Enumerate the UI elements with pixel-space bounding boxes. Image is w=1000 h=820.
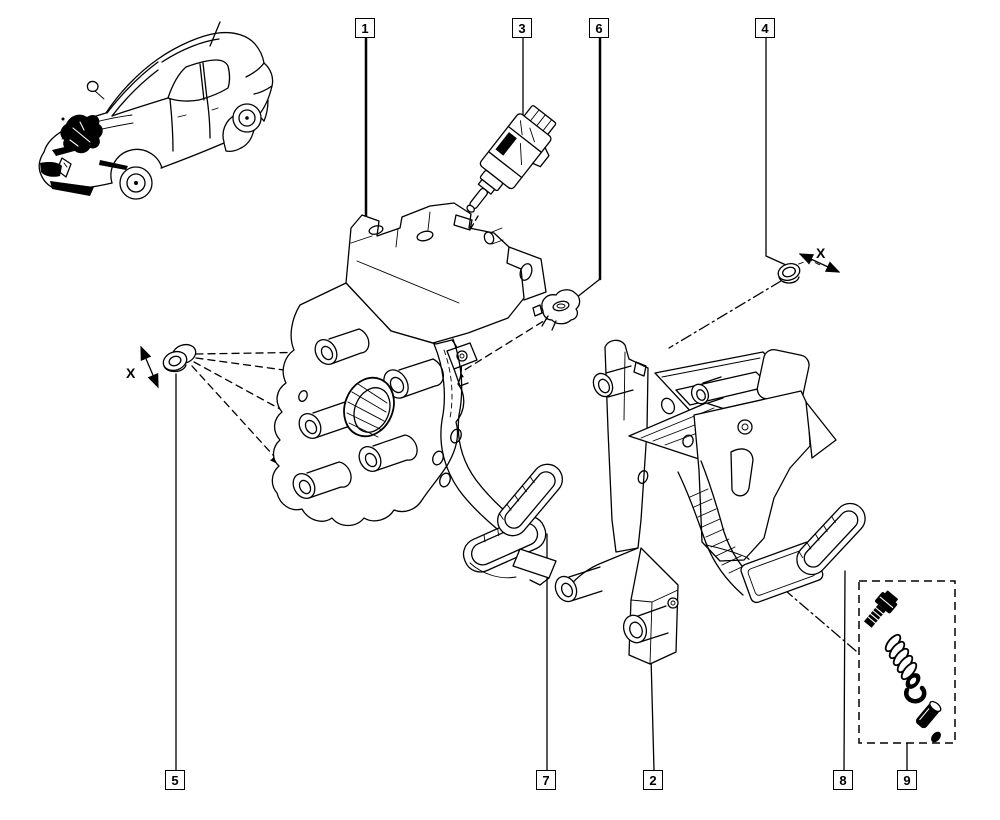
side-fin <box>805 401 837 459</box>
mounting-boss <box>554 566 603 603</box>
kit-bolt <box>863 590 898 628</box>
clutch-pedal-cover <box>496 463 564 537</box>
torque-x-left: X <box>126 365 136 381</box>
front-wheel <box>119 166 153 200</box>
master-cylinder-hole <box>343 376 395 438</box>
mounting-boss <box>314 328 370 365</box>
switch-mount-clevis <box>446 342 478 387</box>
car-illustration <box>38 21 274 200</box>
grille-shade <box>40 162 62 177</box>
rear-wheel <box>232 103 262 133</box>
callout-9[interactable]: 9 <box>897 770 917 790</box>
bumper-shade <box>50 181 94 196</box>
callout-5[interactable]: 5 <box>165 770 185 790</box>
mounting-nut-right <box>777 263 801 284</box>
callout-7-label: 7 <box>542 772 550 788</box>
antenna-line <box>209 21 221 47</box>
side-mirror <box>86 80 99 93</box>
pivot-bolt-head <box>667 597 679 609</box>
mounting-boss <box>622 605 669 644</box>
callout-7[interactable]: 7 <box>536 770 556 790</box>
callout-2-label: 2 <box>649 772 657 788</box>
stud <box>660 397 676 415</box>
callout-6-label: 6 <box>595 20 603 36</box>
clutch-pedal-assembly <box>271 202 557 586</box>
callout-3[interactable]: 3 <box>512 18 532 38</box>
repair-kit-box <box>858 580 956 744</box>
torque-mark-right: X <box>789 245 841 273</box>
stop-lamp-switch <box>466 105 557 213</box>
headlight-right <box>99 160 128 170</box>
torque-x-right: X <box>816 245 826 261</box>
mounting-boss <box>358 434 418 472</box>
retaining-clip <box>532 289 581 331</box>
brake-pedal-cover <box>796 502 866 576</box>
callout-3-label: 3 <box>518 20 526 36</box>
hood-location-blob <box>60 114 103 154</box>
callout-1-label: 1 <box>361 20 369 36</box>
mounting-boss <box>292 461 352 499</box>
clutch-pedal-arm <box>432 338 520 534</box>
stud <box>690 376 724 405</box>
kit-spring <box>884 633 918 681</box>
callout-8[interactable]: 8 <box>833 770 853 790</box>
callout-2[interactable]: 2 <box>643 770 663 790</box>
callout-9-label: 9 <box>903 772 911 788</box>
callout-1[interactable]: 1 <box>355 18 375 38</box>
callout-5-label: 5 <box>171 772 179 788</box>
mounting-boss <box>592 365 634 398</box>
callout-4-label: 4 <box>761 20 769 36</box>
mounting-nut-left <box>162 343 197 373</box>
callout-8-label: 8 <box>839 772 847 788</box>
kit-pin <box>915 700 942 729</box>
brake-pedal-assembly <box>554 339 837 665</box>
callout-6[interactable]: 6 <box>589 18 609 38</box>
kit-c-clip <box>904 685 927 704</box>
kit-cross-pin <box>931 731 941 743</box>
kit-washer <box>905 673 921 689</box>
callout-4[interactable]: 4 <box>755 18 775 38</box>
torque-mark-left: X <box>126 345 159 389</box>
